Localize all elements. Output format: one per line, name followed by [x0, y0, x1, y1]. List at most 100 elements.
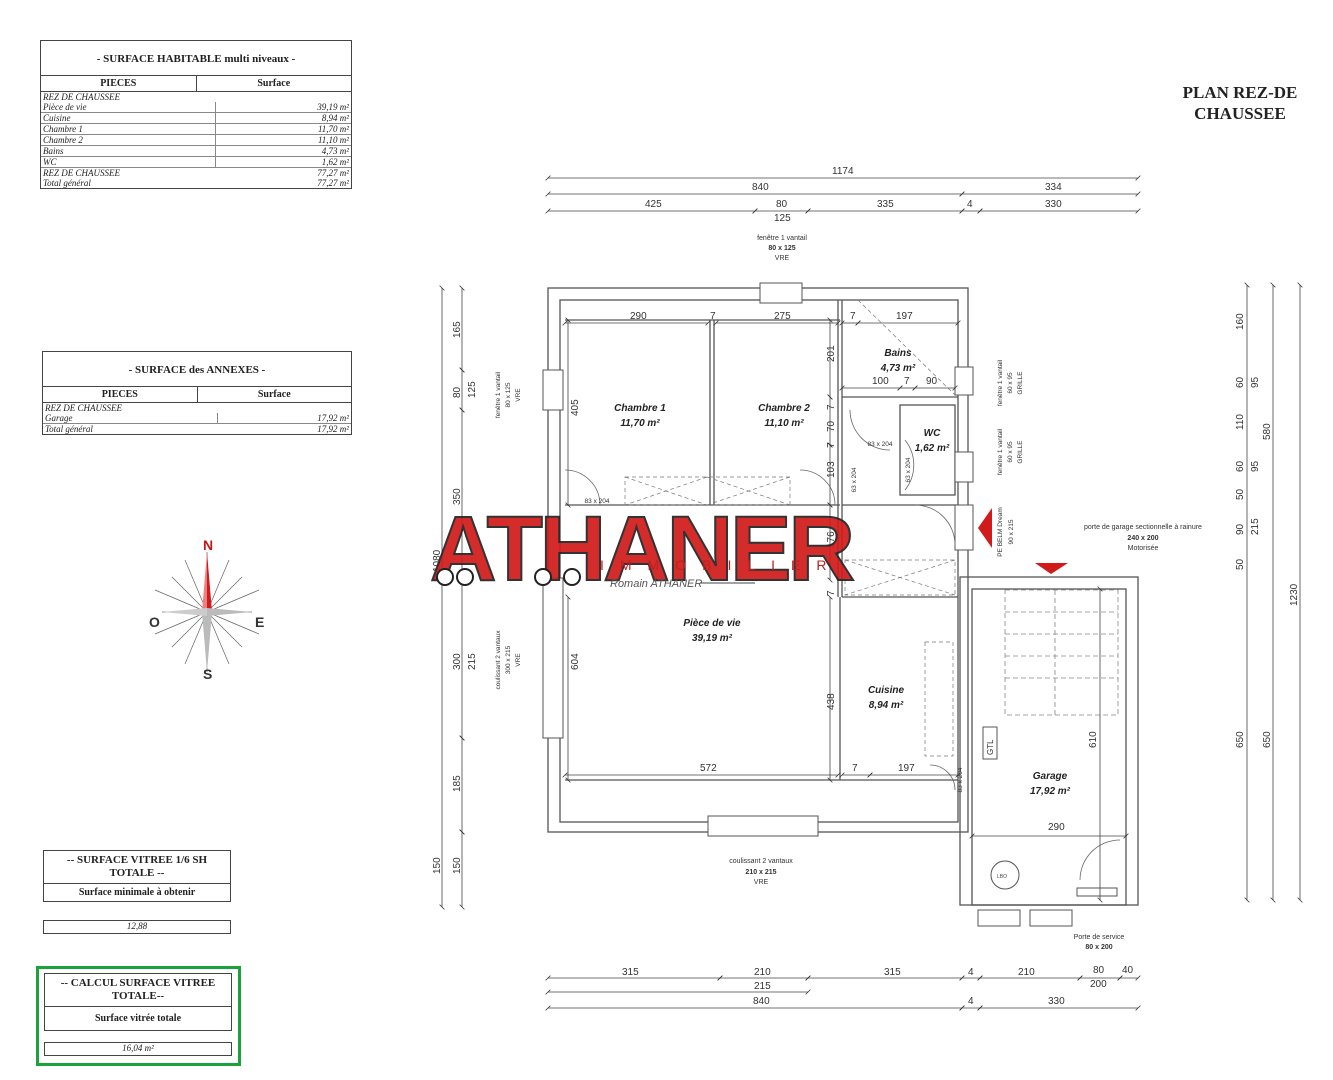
watermark-dot-1: [436, 568, 454, 586]
right-window-2-label-3: GRILLE: [1017, 440, 1024, 464]
door-63-label-2: 63 x 204: [905, 457, 912, 482]
bottom-slider: [707, 815, 819, 837]
room-wc-area: 1,62 m²: [915, 443, 950, 454]
dim-right-160: 160: [1235, 313, 1246, 330]
room-bains-area: 4,73 m²: [880, 363, 916, 374]
dim-in-7c: 7: [904, 376, 910, 387]
vitree-min-subtitle: Surface minimale à obtenir: [78, 887, 196, 898]
door-83-label-chambre1: 83 x 204: [585, 498, 610, 505]
vitree-min-value: 12,88: [43, 920, 231, 934]
dim-v-7: 7: [826, 404, 837, 410]
room-chambre1-name: Chambre 1: [614, 403, 666, 414]
left-slider-label-2: 300 x 215: [505, 645, 512, 674]
dim-right-50: 50: [1235, 488, 1246, 500]
bottom-slider-label-1: coulissant 2 vantaux: [729, 858, 793, 865]
habitable-surface-table: - SURFACE HABITABLE multi niveaux - PIEC…: [40, 40, 352, 189]
subtotal-row: REZ DE CHAUSSEE 77,27 m²: [41, 168, 351, 178]
window-marks: [542, 282, 974, 837]
col-pieces: PIECES: [43, 387, 198, 402]
vitree-calc-title-1: -- CALCUL SURFACE VITREE: [60, 977, 216, 989]
dim-bot-80: 80: [1093, 965, 1105, 976]
plan-title-line-1: PLAN REZ-DE: [1182, 83, 1298, 102]
dim-bot-4b: 4: [968, 996, 974, 1007]
row-value: 11,10 m²: [317, 135, 349, 145]
garage-vent-2: [1029, 909, 1073, 927]
vitree-calc-box: -- CALCUL SURFACE VITREE TOTALE-- Surfac…: [44, 973, 232, 1031]
dim-left-350: 350: [452, 488, 463, 505]
total-row: Total général 17,92 m²: [43, 424, 351, 434]
vitree-calc-value: 16,04 m²: [44, 1042, 232, 1056]
opening-annotations: fenêtre 1 vantail 80 x 125 VRE coulissan…: [729, 235, 1202, 951]
total-value: 17,92 m²: [317, 424, 349, 434]
plan-title: PLAN REZ-DE CHAUSSEE: [1155, 82, 1325, 124]
total-name: Total général: [45, 424, 93, 434]
garage-step: [1076, 887, 1118, 897]
annexes-table-header: PIECES Surface: [43, 387, 351, 403]
room-bains-name: Bains: [884, 348, 912, 359]
room-chambre2-area: 11,10 m²: [764, 418, 804, 429]
total-value: 77,27 m²: [317, 178, 349, 188]
room-chambre2-name: Chambre 2: [758, 403, 810, 414]
dim-bot-315: 315: [622, 967, 639, 978]
service-door-label-2: 80 x 200: [1085, 944, 1112, 951]
row-name: WC: [41, 157, 216, 167]
dim-left-80: 80: [452, 386, 463, 398]
room-piece-vie-name: Pièce de vie: [683, 618, 741, 629]
gtl-panel: [982, 726, 998, 760]
dim-v-103: 103: [826, 461, 837, 478]
watermark-person: Romain ATHANER: [610, 578, 702, 590]
row-value: 11,70 m²: [317, 124, 349, 134]
dim-v-604: 604: [570, 653, 581, 670]
dim-left-150b: 150: [452, 857, 463, 874]
dim-v-201: 201: [826, 345, 837, 362]
watermark-dot-4: [563, 568, 581, 586]
dim-bot-200: 200: [1090, 979, 1107, 990]
dim-right-50b: 50: [1235, 558, 1246, 570]
subtotal-name: REZ DE CHAUSSEE: [43, 168, 120, 178]
dim-in-197: 197: [896, 311, 913, 322]
annexes-table-title: - SURFACE des ANNEXES -: [43, 352, 351, 387]
entry-door-arrow: [978, 508, 992, 548]
top-window: [759, 282, 803, 304]
right-window-2-label-1: fenêtre 1 vantail: [997, 428, 1004, 475]
dim-v-7c: 7: [826, 590, 837, 596]
dim-v-176: 176: [826, 531, 837, 548]
vitree-min-title-1: -- SURFACE VITREE 1/6 SH: [66, 854, 208, 866]
dim-right-60b: 60: [1235, 460, 1246, 472]
habitable-table-title: - SURFACE HABITABLE multi niveaux -: [41, 41, 351, 76]
dim-bot-330: 330: [1048, 996, 1065, 1007]
dim-bot-315b: 315: [884, 967, 901, 978]
dim-bot-4: 4: [968, 967, 974, 978]
garage-door-panels: [1004, 589, 1119, 716]
dim-bot-215: 215: [754, 981, 771, 992]
dim-v-7b: 7: [826, 442, 837, 448]
room-labels: Chambre 1 11,70 m² Chambre 2 11,10 m² Ba…: [614, 348, 1071, 797]
dim-right-110: 110: [1235, 414, 1246, 430]
dim-right-95: 95: [1250, 376, 1261, 388]
dim-in-572: 572: [700, 763, 717, 774]
dim-in-90: 90: [926, 376, 938, 387]
dim-right-650: 650: [1235, 731, 1246, 748]
dim-80: 80: [776, 199, 788, 210]
row-name: Bains: [41, 146, 216, 156]
vitree-min-title: -- SURFACE VITREE 1/6 SH TOTALE --: [44, 851, 230, 884]
dim-in-290g: 290: [1048, 822, 1065, 833]
compass-e: E: [255, 614, 264, 630]
watermark-sub: IMMOBILIER: [600, 557, 842, 573]
col-pieces: PIECES: [41, 76, 197, 91]
dim-335: 335: [877, 199, 894, 210]
row-name: Chambre 2: [41, 135, 216, 145]
bottom-slider-label-3: VRE: [754, 879, 769, 886]
dim-334: 334: [1045, 182, 1062, 193]
dim-4: 4: [967, 199, 973, 210]
vitree-calc-frame: [36, 966, 241, 1066]
subtotal-value: 77,27 m²: [317, 168, 349, 178]
left-slider: [542, 577, 564, 739]
row-name: Chambre 1: [41, 124, 216, 134]
compass-north-needle: [207, 552, 212, 612]
row-value: 17,92 m²: [317, 413, 349, 423]
dim-right-90: 90: [1235, 523, 1246, 535]
